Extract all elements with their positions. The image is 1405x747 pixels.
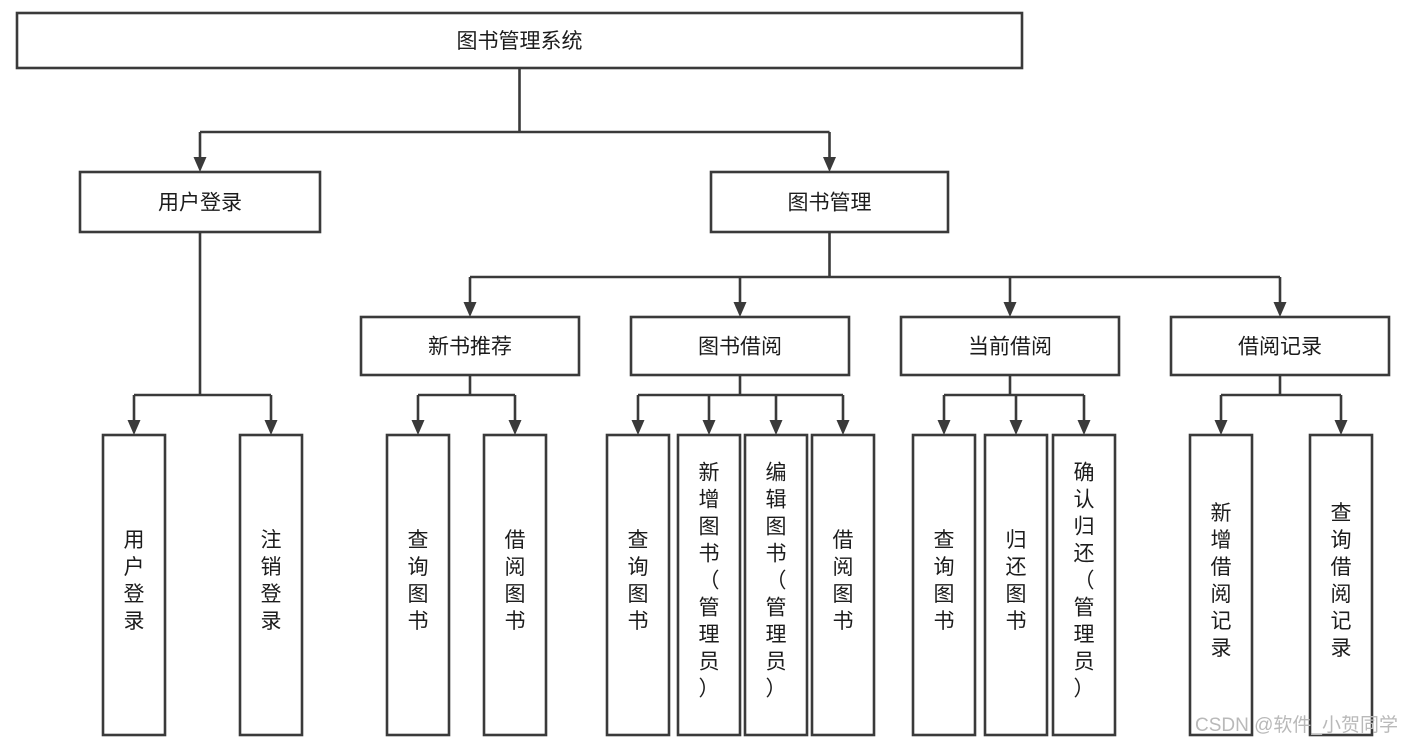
node-label-leaf-borrow-add: 新增图书（管理员） xyxy=(699,462,720,701)
node-box-book-manage[interactable] xyxy=(709,170,950,234)
node-borrow-record[interactable]: 借阅记录 xyxy=(1169,315,1391,377)
node-box-leaf-borrow-add[interactable] xyxy=(676,433,742,737)
node-label-leaf-cur-confirm: 确认归还（管理员） xyxy=(1074,462,1095,701)
node-label-leaf-borrow-lend: 借阅图书 xyxy=(833,529,854,633)
node-box-leaf-cur-return[interactable] xyxy=(983,433,1049,737)
node-leaf-rec-query[interactable]: 查询图书 xyxy=(385,433,451,737)
node-label-user-login: 用户登录 xyxy=(158,192,242,215)
node-label-leaf-cur-query: 查询图书 xyxy=(934,529,955,633)
node-label-new-book-rec: 新书推荐 xyxy=(428,336,512,359)
node-box-leaf-rec-search[interactable] xyxy=(1308,433,1374,737)
node-box-leaf-rec-borrow[interactable] xyxy=(482,433,548,737)
node-label-leaf-cur-return: 归还图书 xyxy=(1006,529,1027,633)
node-box-leaf-borrow-lend[interactable] xyxy=(810,433,876,737)
node-leaf-cur-return[interactable]: 归还图书 xyxy=(983,433,1049,737)
node-box-leaf-cur-confirm[interactable] xyxy=(1051,433,1117,737)
node-box-borrow-record[interactable] xyxy=(1169,315,1391,377)
node-book-manage[interactable]: 图书管理 xyxy=(709,170,950,234)
node-box-leaf-cur-query[interactable] xyxy=(911,433,977,737)
node-leaf-rec-add[interactable]: 新增借阅记录 xyxy=(1188,433,1254,737)
node-new-book-rec[interactable]: 新书推荐 xyxy=(359,315,581,377)
node-label-borrow-record: 借阅记录 xyxy=(1238,336,1322,359)
node-leaf-rec-borrow[interactable]: 借阅图书 xyxy=(482,433,548,737)
node-current-borrow[interactable]: 当前借阅 xyxy=(899,315,1121,377)
node-box-leaf-rec-add[interactable] xyxy=(1188,433,1254,737)
node-box-leaf-borrow-query[interactable] xyxy=(605,433,671,737)
node-box-leaf-rec-query[interactable] xyxy=(385,433,451,737)
node-label-leaf-logout: 注销登录 xyxy=(261,529,282,633)
node-box-leaf-logout[interactable] xyxy=(238,433,304,737)
node-label-leaf-rec-add: 新增借阅记录 xyxy=(1211,502,1232,660)
node-user-login[interactable]: 用户登录 xyxy=(78,170,322,234)
node-label-leaf-rec-search: 查询借阅记录 xyxy=(1331,502,1352,660)
connectors-layer xyxy=(127,68,1348,435)
node-box-new-book-rec[interactable] xyxy=(359,315,581,377)
csdn-watermark: CSDN @软件_小贺同学 xyxy=(1195,714,1398,736)
node-leaf-borrow-add[interactable]: 新增图书（管理员） xyxy=(676,433,742,737)
node-box-user-login[interactable] xyxy=(78,170,322,234)
node-label-leaf-borrow-query: 查询图书 xyxy=(628,529,649,633)
nodes-layer: 图书管理系统用户登录图书管理新书推荐图书借阅当前借阅借阅记录用户登录注销登录查询… xyxy=(15,11,1391,737)
node-leaf-borrow-edit[interactable]: 编辑图书（管理员） xyxy=(743,433,809,737)
node-leaf-cur-confirm[interactable]: 确认归还（管理员） xyxy=(1051,433,1117,737)
node-leaf-user-login[interactable]: 用户登录 xyxy=(101,433,167,737)
node-leaf-borrow-query[interactable]: 查询图书 xyxy=(605,433,671,737)
node-book-borrow[interactable]: 图书借阅 xyxy=(629,315,851,377)
node-label-leaf-user-login: 用户登录 xyxy=(124,529,145,633)
node-box-leaf-borrow-edit[interactable] xyxy=(743,433,809,737)
node-label-root: 图书管理系统 xyxy=(457,30,583,53)
node-leaf-borrow-lend[interactable]: 借阅图书 xyxy=(810,433,876,737)
node-label-leaf-rec-borrow: 借阅图书 xyxy=(505,529,526,633)
node-label-book-borrow: 图书借阅 xyxy=(698,336,782,359)
node-leaf-logout[interactable]: 注销登录 xyxy=(238,433,304,737)
node-label-leaf-rec-query: 查询图书 xyxy=(408,529,429,633)
node-leaf-cur-query[interactable]: 查询图书 xyxy=(911,433,977,737)
node-leaf-rec-search[interactable]: 查询借阅记录 xyxy=(1308,433,1374,737)
node-label-leaf-borrow-edit: 编辑图书（管理员） xyxy=(766,462,787,701)
node-box-book-borrow[interactable] xyxy=(629,315,851,377)
node-root[interactable]: 图书管理系统 xyxy=(15,11,1024,70)
node-box-leaf-user-login[interactable] xyxy=(101,433,167,737)
node-label-current-borrow: 当前借阅 xyxy=(968,336,1052,359)
node-box-root[interactable] xyxy=(15,11,1024,70)
node-label-book-manage: 图书管理 xyxy=(788,192,872,215)
node-box-current-borrow[interactable] xyxy=(899,315,1121,377)
